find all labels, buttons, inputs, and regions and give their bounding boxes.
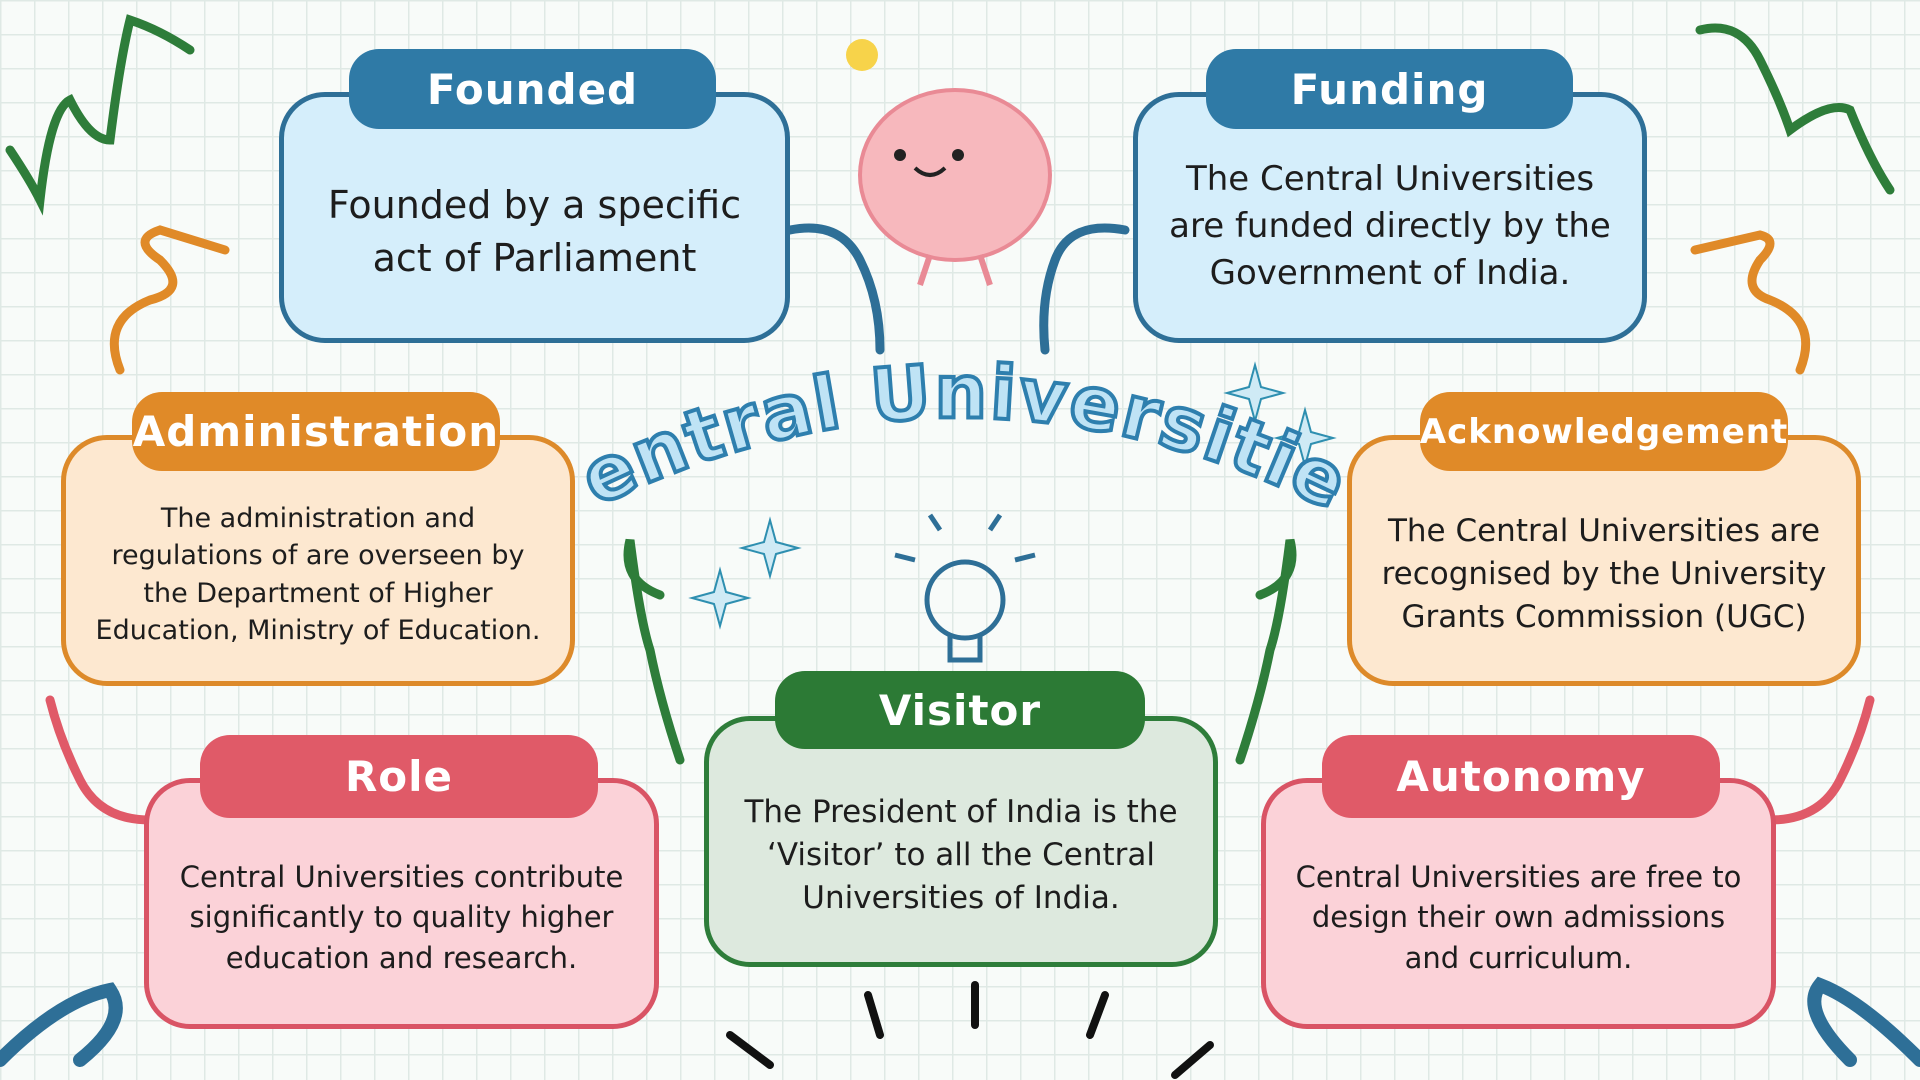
blue-arrow-left — [785, 223, 885, 355]
founded-card: Founded by a specific act of Parliament — [279, 92, 790, 343]
founded-heading: Founded — [349, 49, 716, 129]
visitor-text: The President of India is the ‘Visitor’ … — [744, 794, 1178, 916]
funding-text: The Central Universities are funded dire… — [1169, 159, 1611, 293]
orange-curl-right — [1690, 230, 1811, 375]
autonomy-card: Central Universities are free to design … — [1261, 778, 1776, 1029]
red-curl-left — [45, 695, 155, 825]
administration-text: The administration and regulations of ar… — [95, 503, 541, 646]
blue-ribbon-bottom-right — [1807, 976, 1920, 1067]
orange-curl-left — [109, 225, 230, 375]
acknowledgement-text: The Central Universities are recognised … — [1381, 513, 1827, 635]
acknowledgement-heading: Acknowledgement — [1420, 392, 1788, 471]
blue-ribbon-bottom-left — [0, 982, 123, 1067]
visitor-card: The President of India is the ‘Visitor’ … — [704, 716, 1218, 967]
green-squiggle-top-left — [5, 14, 195, 216]
green-arrow-left — [623, 538, 685, 765]
administration-heading: Administration — [132, 392, 500, 471]
brain-mascot-icon — [846, 39, 1052, 286]
green-arrow-right — [1235, 538, 1297, 765]
autonomy-text: Central Universities are free to design … — [1295, 860, 1742, 975]
role-card: Central Universities contribute signific… — [144, 778, 659, 1029]
role-text: Central Universities contribute signific… — [179, 860, 624, 975]
green-squiggle-top-right — [1695, 23, 1895, 195]
role-heading: Role — [200, 735, 598, 818]
lightbulb-icon — [894, 513, 1036, 663]
burst-lines-icon — [726, 981, 1214, 1079]
founded-text: Founded by a specific act of Parliament — [327, 183, 742, 280]
red-curl-right — [1765, 695, 1875, 825]
visitor-heading: Visitor — [775, 671, 1145, 749]
blue-arrow-right — [1039, 223, 1130, 355]
funding-heading: Funding — [1206, 49, 1573, 129]
funding-card: The Central Universities are funded dire… — [1133, 92, 1647, 343]
sparkle-icons — [688, 361, 1337, 630]
autonomy-heading: Autonomy — [1322, 735, 1720, 818]
acknowledgement-card: The Central Universities are recognised … — [1347, 435, 1861, 686]
administration-card: The administration and regulations of ar… — [61, 435, 575, 686]
